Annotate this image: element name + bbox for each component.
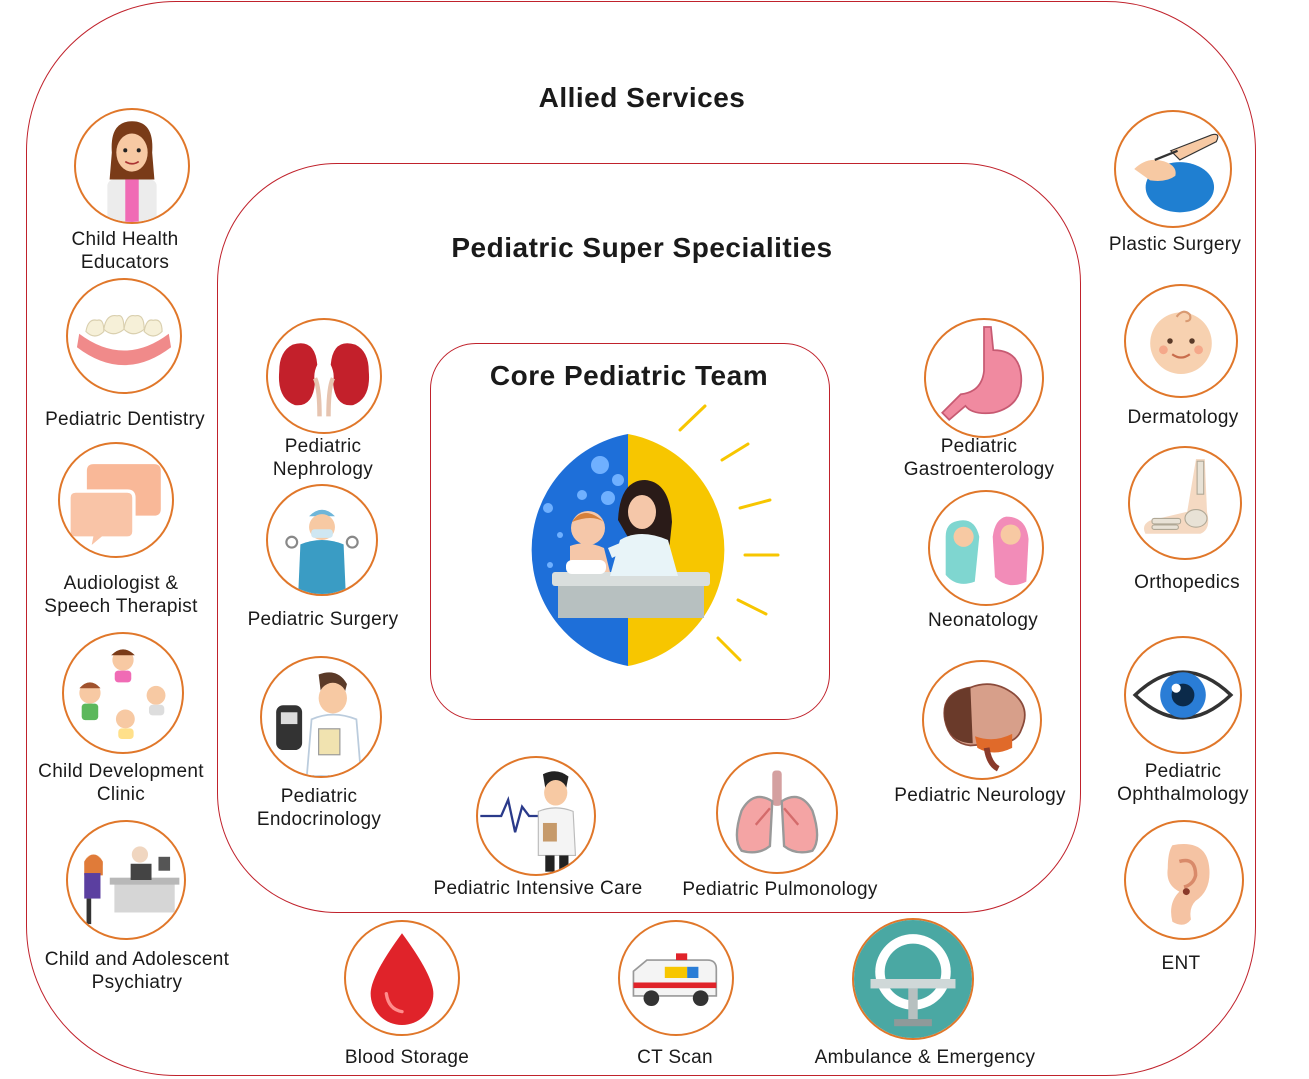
intensive-care-label: Pediatric Intensive Care: [433, 878, 643, 899]
ambulance-emergency-label: Ambulance & Emergency: [814, 1047, 1036, 1068]
eye-icon: [1124, 636, 1242, 754]
speech-bubbles-icon: [58, 442, 174, 558]
foot-bones-icon: [1128, 446, 1242, 560]
core-team-title: Core Pediatric Team: [489, 360, 769, 391]
doctor-with-baby-icon: [531, 404, 780, 666]
doctor-glucometer-icon: [260, 656, 382, 778]
ct-scan-label: CT Scan: [637, 1047, 713, 1068]
ambulance-van-icon: [618, 920, 734, 1036]
children-icon: [62, 632, 184, 754]
scanner-table-icon: [852, 918, 974, 1040]
baby-face-icon: [1124, 284, 1238, 398]
surgeon-icon: [266, 484, 378, 596]
ent-label: ENT: [1161, 953, 1201, 974]
super-specialities-title: Pediatric Super Specialities: [451, 232, 833, 263]
teeth-icon: [66, 278, 182, 394]
lungs-icon: [716, 752, 838, 874]
neurology-label: Pediatric Neurology: [894, 785, 1066, 806]
teacher-woman-icon: [74, 108, 190, 224]
orthopedics-label: Orthopedics: [1134, 572, 1240, 593]
blood-drop-icon: [344, 920, 460, 1036]
allied-services-title: Allied Services: [538, 82, 746, 113]
plastic-surgery-label: Plastic Surgery: [1108, 234, 1242, 255]
brain-icon: [922, 660, 1042, 780]
doctor-heartbeat-icon: [476, 756, 596, 876]
surgery-label: Pediatric Surgery: [247, 609, 399, 630]
blood-storage-label: Blood Storage: [344, 1047, 470, 1068]
counselling-icon: [66, 820, 186, 940]
stomach-icon: [924, 318, 1044, 438]
kidneys-icon: [266, 318, 382, 434]
dermatology-label: Dermatology: [1127, 407, 1239, 428]
ear-icon: [1124, 820, 1244, 940]
pulmonology-label: Pediatric Pulmonology: [682, 879, 878, 900]
audiologist-label: Audiologist &Speech Therapist: [44, 573, 198, 617]
face-surgery-icon: [1114, 110, 1232, 228]
pediatric-dentistry-label: Pediatric Dentistry: [45, 409, 205, 430]
neonatology-label: Neonatology: [928, 610, 1038, 631]
newborn-babies-icon: [928, 490, 1044, 606]
